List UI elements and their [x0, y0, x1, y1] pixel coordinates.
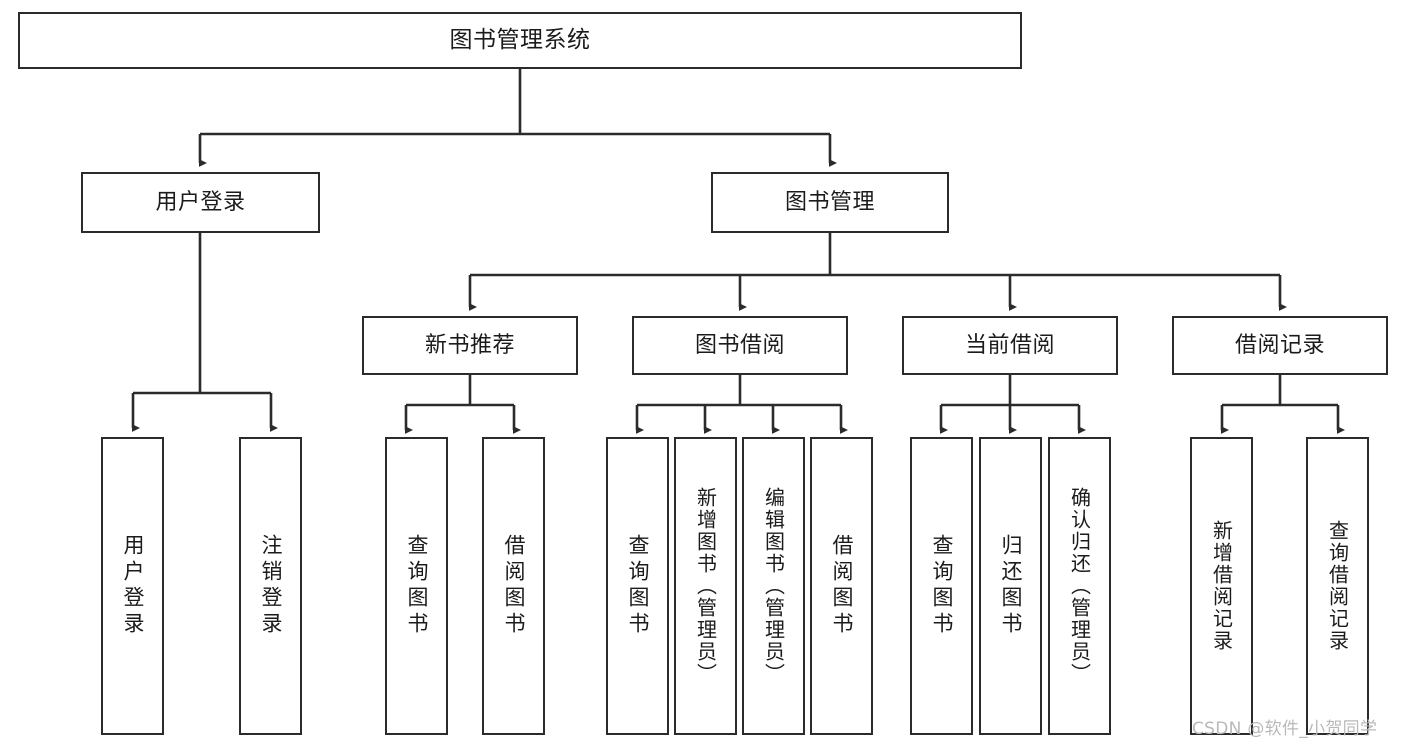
- node-leaf-borrow-book-2-label: 借阅图书: [830, 534, 854, 638]
- node-borrow-record-label: 借阅记录: [1234, 332, 1325, 358]
- node-root[interactable]: 图书管理系统: [18, 12, 1022, 69]
- node-leaf-borrow-book-1[interactable]: 借阅图书: [482, 437, 545, 735]
- node-new-book-recommend[interactable]: 新书推荐: [362, 316, 578, 375]
- node-leaf-query-book-2-label: 查询图书: [626, 534, 650, 638]
- node-leaf-borrow-book-2[interactable]: 借阅图书: [810, 437, 873, 735]
- node-user-login-label: 用户登录: [155, 189, 246, 215]
- node-leaf-query-record[interactable]: 查询借阅记录: [1306, 437, 1369, 735]
- node-leaf-add-record[interactable]: 新增借阅记录: [1190, 437, 1253, 735]
- node-leaf-return-book[interactable]: 归还图书: [979, 437, 1042, 735]
- node-leaf-confirm-return-label: 确认归还（管理员）: [1067, 487, 1092, 685]
- node-leaf-query-record-label: 查询借阅记录: [1325, 520, 1350, 652]
- node-root-label: 图书管理系统: [449, 27, 591, 53]
- node-leaf-query-book-3[interactable]: 查询图书: [910, 437, 973, 735]
- node-book-borrow[interactable]: 图书借阅: [632, 316, 848, 375]
- node-leaf-confirm-return[interactable]: 确认归还（管理员）: [1048, 437, 1111, 735]
- node-current-borrow-label: 当前借阅: [964, 332, 1055, 358]
- node-borrow-record[interactable]: 借阅记录: [1172, 316, 1388, 375]
- node-leaf-return-book-label: 归还图书: [999, 534, 1023, 638]
- node-leaf-borrow-book-1-label: 借阅图书: [502, 534, 526, 638]
- node-leaf-edit-book-label: 编辑图书（管理员）: [761, 487, 786, 685]
- node-book-management[interactable]: 图书管理: [711, 172, 949, 233]
- node-leaf-edit-book[interactable]: 编辑图书（管理员）: [742, 437, 805, 735]
- node-leaf-add-book[interactable]: 新增图书（管理员）: [674, 437, 737, 735]
- node-leaf-user-login-label: 用户登录: [121, 534, 145, 638]
- node-leaf-query-book-3-label: 查询图书: [930, 534, 954, 638]
- node-leaf-query-book-1[interactable]: 查询图书: [385, 437, 448, 735]
- node-leaf-user-login[interactable]: 用户登录: [101, 437, 164, 735]
- node-leaf-add-record-label: 新增借阅记录: [1209, 520, 1234, 652]
- node-book-management-label: 图书管理: [784, 189, 875, 215]
- watermark: CSDN @软件_小贺同学: [1192, 719, 1378, 739]
- node-leaf-logout-label: 注销登录: [259, 534, 283, 638]
- node-new-book-recommend-label: 新书推荐: [424, 332, 515, 358]
- node-leaf-logout[interactable]: 注销登录: [239, 437, 302, 735]
- node-leaf-query-book-1-label: 查询图书: [405, 534, 429, 638]
- node-leaf-add-book-label: 新增图书（管理员）: [693, 487, 718, 685]
- node-current-borrow[interactable]: 当前借阅: [902, 316, 1118, 375]
- node-leaf-query-book-2[interactable]: 查询图书: [606, 437, 669, 735]
- node-book-borrow-label: 图书借阅: [694, 332, 785, 358]
- node-user-login[interactable]: 用户登录: [81, 172, 320, 233]
